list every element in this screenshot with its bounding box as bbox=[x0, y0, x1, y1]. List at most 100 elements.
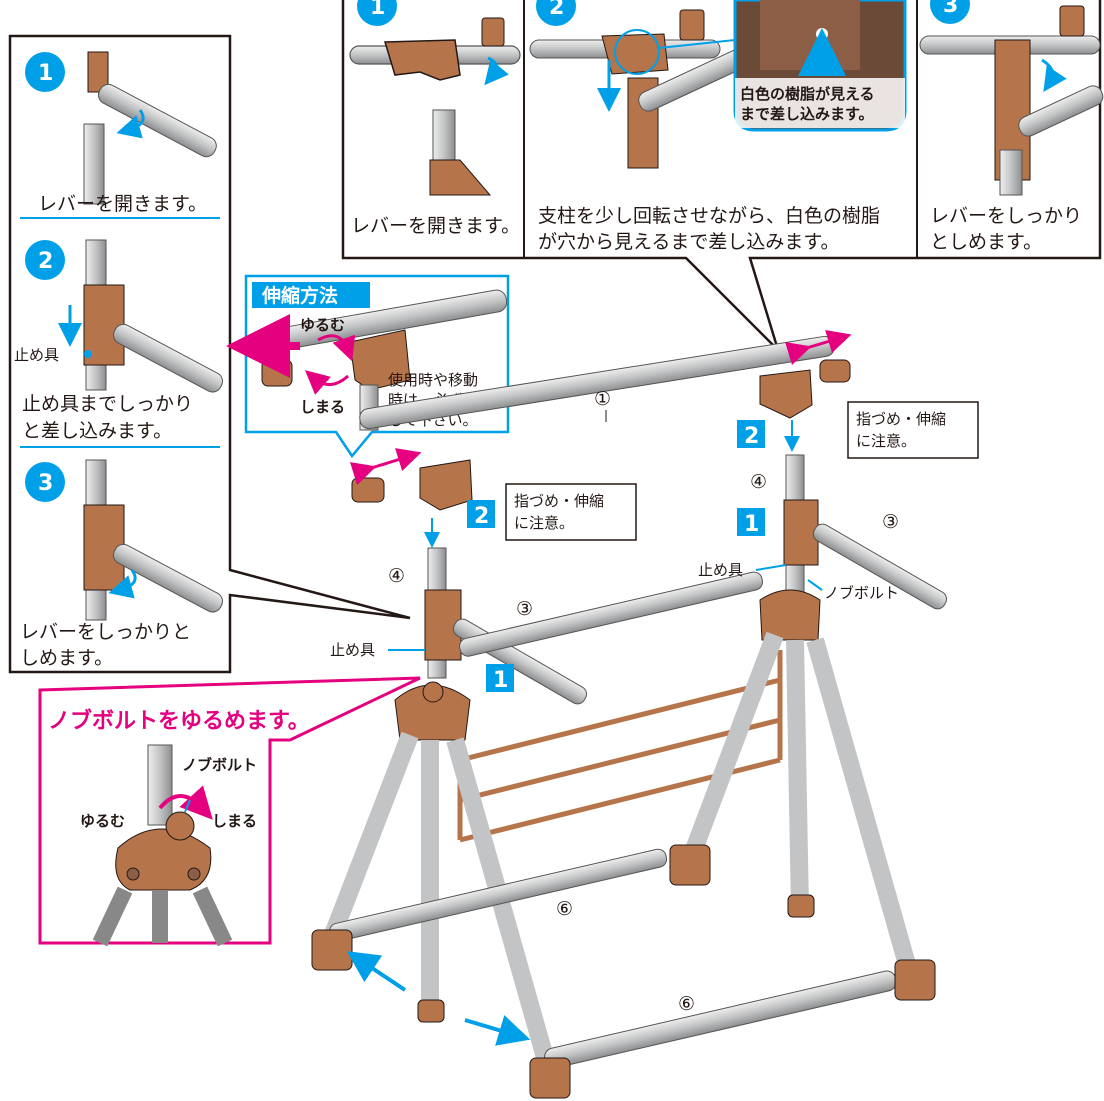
turn-arrow-icon bbox=[158, 785, 213, 820]
step-number-badge bbox=[357, 0, 397, 26]
joint bbox=[429, 159, 492, 196]
telescope-method-box: 伸縮方法 ゆるむ しまる 使用時や移動 時は、必ず固定 して下さい。 bbox=[226, 274, 510, 459]
pipe bbox=[112, 323, 223, 393]
step-number-badge bbox=[25, 462, 65, 502]
top-step-2: 2 白色の樹脂が見える まで差し込みます。 支柱を少し回転させながら、白色の樹脂… bbox=[529, 0, 907, 253]
knob-bolt-box: ノブボルトをゆるめます。 ノブボルト ゆるむ しまる bbox=[38, 676, 421, 947]
rivet bbox=[126, 867, 140, 881]
part-number-6-back: ⑥ bbox=[556, 898, 573, 920]
pipe-cap bbox=[679, 9, 705, 41]
white-resin-dot bbox=[816, 28, 828, 40]
joint bbox=[383, 39, 461, 81]
step-number-badge bbox=[930, 0, 970, 24]
step-badge-1-left: 1 bbox=[486, 664, 514, 693]
knob-bolt-label: ノブボルト bbox=[824, 584, 899, 602]
stopper-label-left: 止め具 bbox=[330, 641, 375, 659]
step-caption: レバーをしっかり bbox=[930, 205, 1082, 227]
telescope-title-bg bbox=[252, 282, 370, 308]
warning-box-right: 指づめ・伸縮 に注意。 bbox=[847, 401, 979, 459]
top-joint-left bbox=[419, 459, 473, 511]
step-number: 1 bbox=[370, 0, 385, 20]
joint bbox=[115, 828, 212, 891]
tighten-label: しまる bbox=[212, 812, 257, 830]
foot bbox=[894, 959, 936, 1001]
foot bbox=[787, 894, 815, 918]
telescope-title: 伸縮方法 bbox=[261, 284, 338, 307]
badge-number: 2 bbox=[474, 504, 489, 529]
pole bbox=[999, 149, 1023, 196]
callout-line bbox=[184, 799, 191, 813]
step-caption: レバーをしっかりと bbox=[20, 621, 191, 643]
pipe-cap bbox=[819, 359, 851, 383]
part-number-4-left: ④ bbox=[388, 565, 405, 587]
pipe bbox=[97, 83, 217, 158]
tighten-arrow-icon bbox=[304, 370, 349, 395]
warning-text: に注意。 bbox=[514, 514, 574, 532]
foot bbox=[417, 999, 445, 1023]
left-step-2: 2 止め具 止め具までしっかり と差し込みます。 bbox=[14, 239, 223, 442]
step-number-badge bbox=[536, 0, 576, 26]
part-number-6-front: ⑥ bbox=[678, 993, 695, 1015]
step-number: 1 bbox=[38, 61, 53, 86]
warning-box-left: 指づめ・伸縮 に注意。 bbox=[505, 483, 637, 541]
arm-3-right bbox=[812, 523, 947, 610]
step-number: 2 bbox=[549, 0, 564, 20]
extend-arrow-icon bbox=[349, 448, 422, 486]
rotate-arrow-icon bbox=[108, 569, 137, 599]
joint bbox=[783, 499, 819, 566]
knob-box-title: ノブボルトをゆるめます。 bbox=[48, 708, 310, 734]
note-line: 使用時や移動 bbox=[388, 371, 478, 389]
warning-text: 指づめ・伸縮 bbox=[514, 492, 604, 510]
main-rack: 2 1 2 1 指づめ・伸縮 に注意。 指づめ・伸縮 に注意。 ① ③ ③ bbox=[311, 329, 979, 1099]
joint bbox=[349, 329, 411, 391]
foot bbox=[311, 929, 353, 971]
pipe-cap bbox=[481, 17, 505, 47]
rotate-arrow-icon bbox=[1041, 58, 1067, 92]
step-badge-2-left: 2 bbox=[467, 500, 495, 529]
stopper-dot bbox=[84, 350, 92, 358]
knob-bolt-icon bbox=[165, 811, 195, 841]
badge-number: 1 bbox=[493, 668, 508, 693]
step-badge-1-right: 1 bbox=[737, 508, 765, 537]
hub-left bbox=[394, 684, 471, 741]
bolt-label: ノブボルト bbox=[182, 756, 257, 774]
rivet bbox=[187, 867, 201, 881]
part-number-1: ① bbox=[594, 388, 611, 410]
top-steps-panel: 1 レバーを開きます。 2 bbox=[341, 0, 1104, 351]
legs bbox=[92, 886, 233, 947]
warning-text: 指づめ・伸縮 bbox=[856, 410, 946, 428]
badge-number: 1 bbox=[744, 512, 759, 537]
badge-number: 2 bbox=[744, 424, 759, 449]
pole bbox=[147, 744, 173, 826]
step-number: 3 bbox=[943, 0, 958, 18]
top-step-3: 3 レバーをしっかり としめます。 bbox=[919, 0, 1104, 253]
rotate-arrow-icon bbox=[484, 56, 509, 86]
top-joint-right bbox=[759, 369, 813, 419]
pipe-cap bbox=[351, 477, 385, 503]
extend-arrow-icon bbox=[785, 329, 852, 365]
rotate-arrow-icon bbox=[116, 109, 145, 139]
base-bar-6-front bbox=[544, 970, 897, 1069]
pipe bbox=[112, 543, 223, 613]
pipe-cap bbox=[261, 359, 293, 387]
spread-arrow-icon bbox=[346, 951, 407, 992]
step-number-badge bbox=[25, 52, 65, 92]
inset-detail: 白色の樹脂が見える まで差し込みます。 bbox=[733, 0, 907, 132]
inset-text: 白色の樹脂が見える bbox=[740, 85, 875, 103]
hub-right bbox=[759, 589, 821, 641]
step-badge-2-right: 2 bbox=[737, 420, 765, 449]
legs bbox=[316, 631, 919, 1078]
pipe-cap bbox=[1059, 5, 1085, 37]
inset-text: まで差し込みます。 bbox=[740, 105, 874, 123]
joint bbox=[87, 51, 109, 93]
left-steps-panel: 1 レバーを開きます。 2 止め具 止め具までしっかり と差し込みます。 3 bbox=[8, 34, 411, 674]
back-crossbar bbox=[459, 571, 763, 657]
step-caption: 止め具までしっかり bbox=[22, 393, 193, 415]
step-caption: レバーを開きます。 bbox=[38, 193, 207, 215]
tighten-label: しまる bbox=[300, 398, 345, 416]
step-caption: としめます。 bbox=[930, 231, 1042, 253]
left-step-1: 1 レバーを開きます。 bbox=[25, 51, 217, 215]
focus-circle bbox=[614, 29, 660, 75]
part-number-3-left: ③ bbox=[516, 598, 533, 620]
